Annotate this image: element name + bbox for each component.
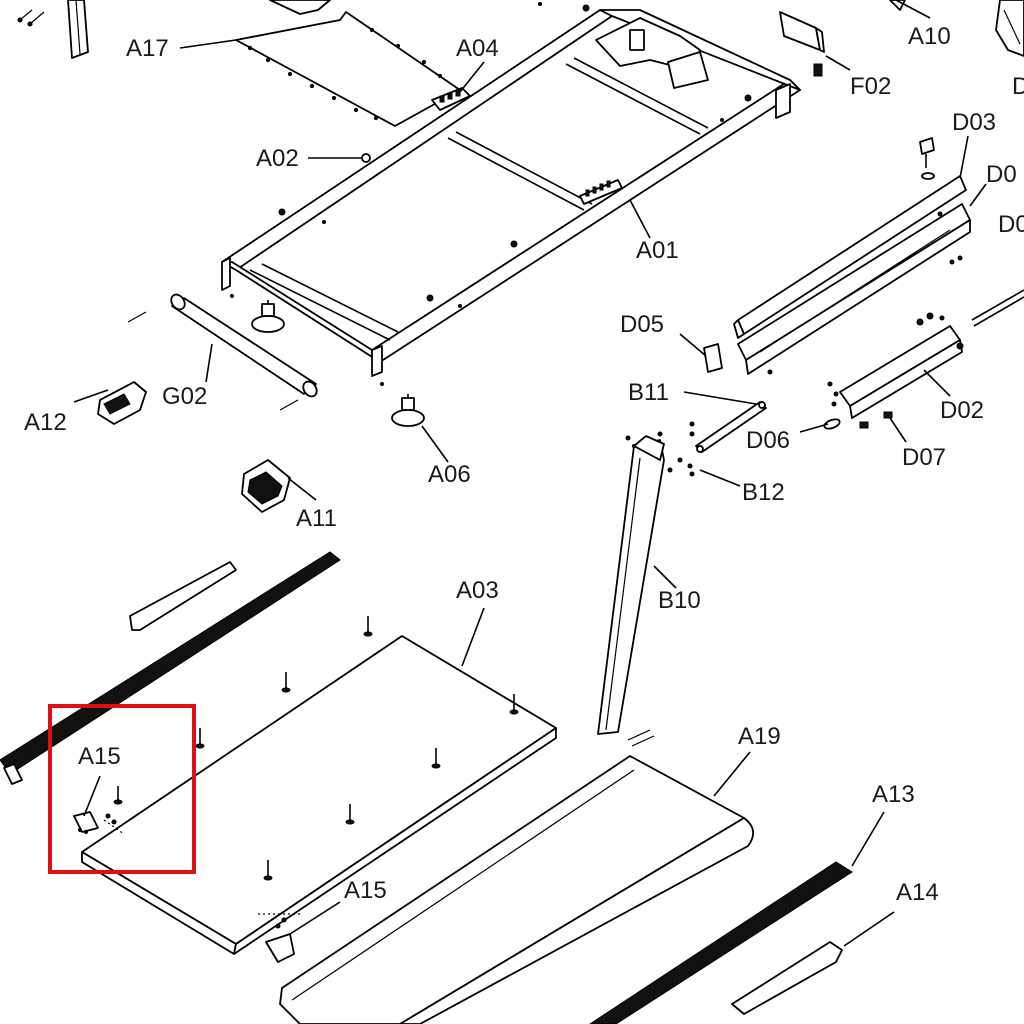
part-a06-leveler-right xyxy=(391,394,425,427)
screw-pair-top-left xyxy=(17,9,45,27)
label-d03: D03 xyxy=(952,109,996,136)
part-a13-side-strip xyxy=(589,861,853,1024)
label-a02: A02 xyxy=(256,145,299,172)
part-a17-cover-plate xyxy=(235,0,461,127)
part-a01-main-frame xyxy=(221,2,801,386)
label-a17: A17 xyxy=(126,35,169,62)
label-a10: A10 xyxy=(908,23,951,50)
part-side-rail-cover xyxy=(129,561,237,631)
part-d06-washer xyxy=(823,418,841,430)
deck-bolts xyxy=(113,616,519,881)
part-f02-bracket xyxy=(779,11,825,77)
part-a11-end-cap xyxy=(241,459,291,513)
part-d02-slide xyxy=(827,312,964,419)
part-d-rail-lower xyxy=(737,203,971,375)
label-a04: A04 xyxy=(456,35,499,62)
label-f02: F02 xyxy=(850,73,891,100)
label-b10: B10 xyxy=(658,587,701,614)
label-d0-top: D0 xyxy=(986,161,1017,188)
leader-lines xyxy=(73,0,987,947)
label-d06: D06 xyxy=(746,427,790,454)
label-a14: A14 xyxy=(896,879,939,906)
label-g02: G02 xyxy=(162,383,207,410)
part-a12-clip xyxy=(97,381,147,425)
label-b12: B12 xyxy=(742,479,785,506)
part-a15-bracket-lower xyxy=(258,913,300,963)
label-d05: D05 xyxy=(620,311,664,338)
label-b11: B11 xyxy=(628,379,669,406)
part-d-rail-upper xyxy=(733,175,967,339)
label-a01: A01 xyxy=(636,237,679,264)
label-a19: A19 xyxy=(738,723,781,750)
part-a03-deck-board xyxy=(81,616,557,955)
part-d-shaft xyxy=(971,289,1024,327)
label-d-edge: D xyxy=(1012,73,1024,100)
label-d02: D02 xyxy=(940,397,984,424)
label-a03: A03 xyxy=(456,577,499,604)
part-b12-fasteners xyxy=(677,421,695,477)
part-a02-nut xyxy=(361,153,371,163)
part-g02-roller xyxy=(127,293,318,411)
part-a14-side-cover xyxy=(731,941,843,1015)
label-a11: A11 xyxy=(296,505,337,532)
part-b10-upright xyxy=(597,431,673,747)
upright-bracket-top xyxy=(67,0,89,59)
part-b11-link xyxy=(695,401,767,453)
part-labels: A17 A04 A02 A01 A10 D F02 D03 D0 D0 D05 … xyxy=(24,23,1024,906)
highlight-box-a15 xyxy=(48,704,196,874)
label-a15-boxed: A15 xyxy=(78,743,121,770)
part-d05-plate xyxy=(703,343,723,373)
label-a13: A13 xyxy=(872,781,915,808)
label-a15-lower: A15 xyxy=(344,877,387,904)
part-a19-running-belt xyxy=(279,755,754,1024)
label-a12: A12 xyxy=(24,409,67,436)
label-a06: A06 xyxy=(428,461,471,488)
label-d0-edge: D0 xyxy=(998,211,1024,238)
part-side-belt-strip xyxy=(0,551,341,785)
label-d07: D07 xyxy=(902,444,946,471)
part-d03-cap xyxy=(919,137,935,180)
part-d07-clips xyxy=(859,411,893,429)
part-a06-leveler-left xyxy=(251,300,285,333)
